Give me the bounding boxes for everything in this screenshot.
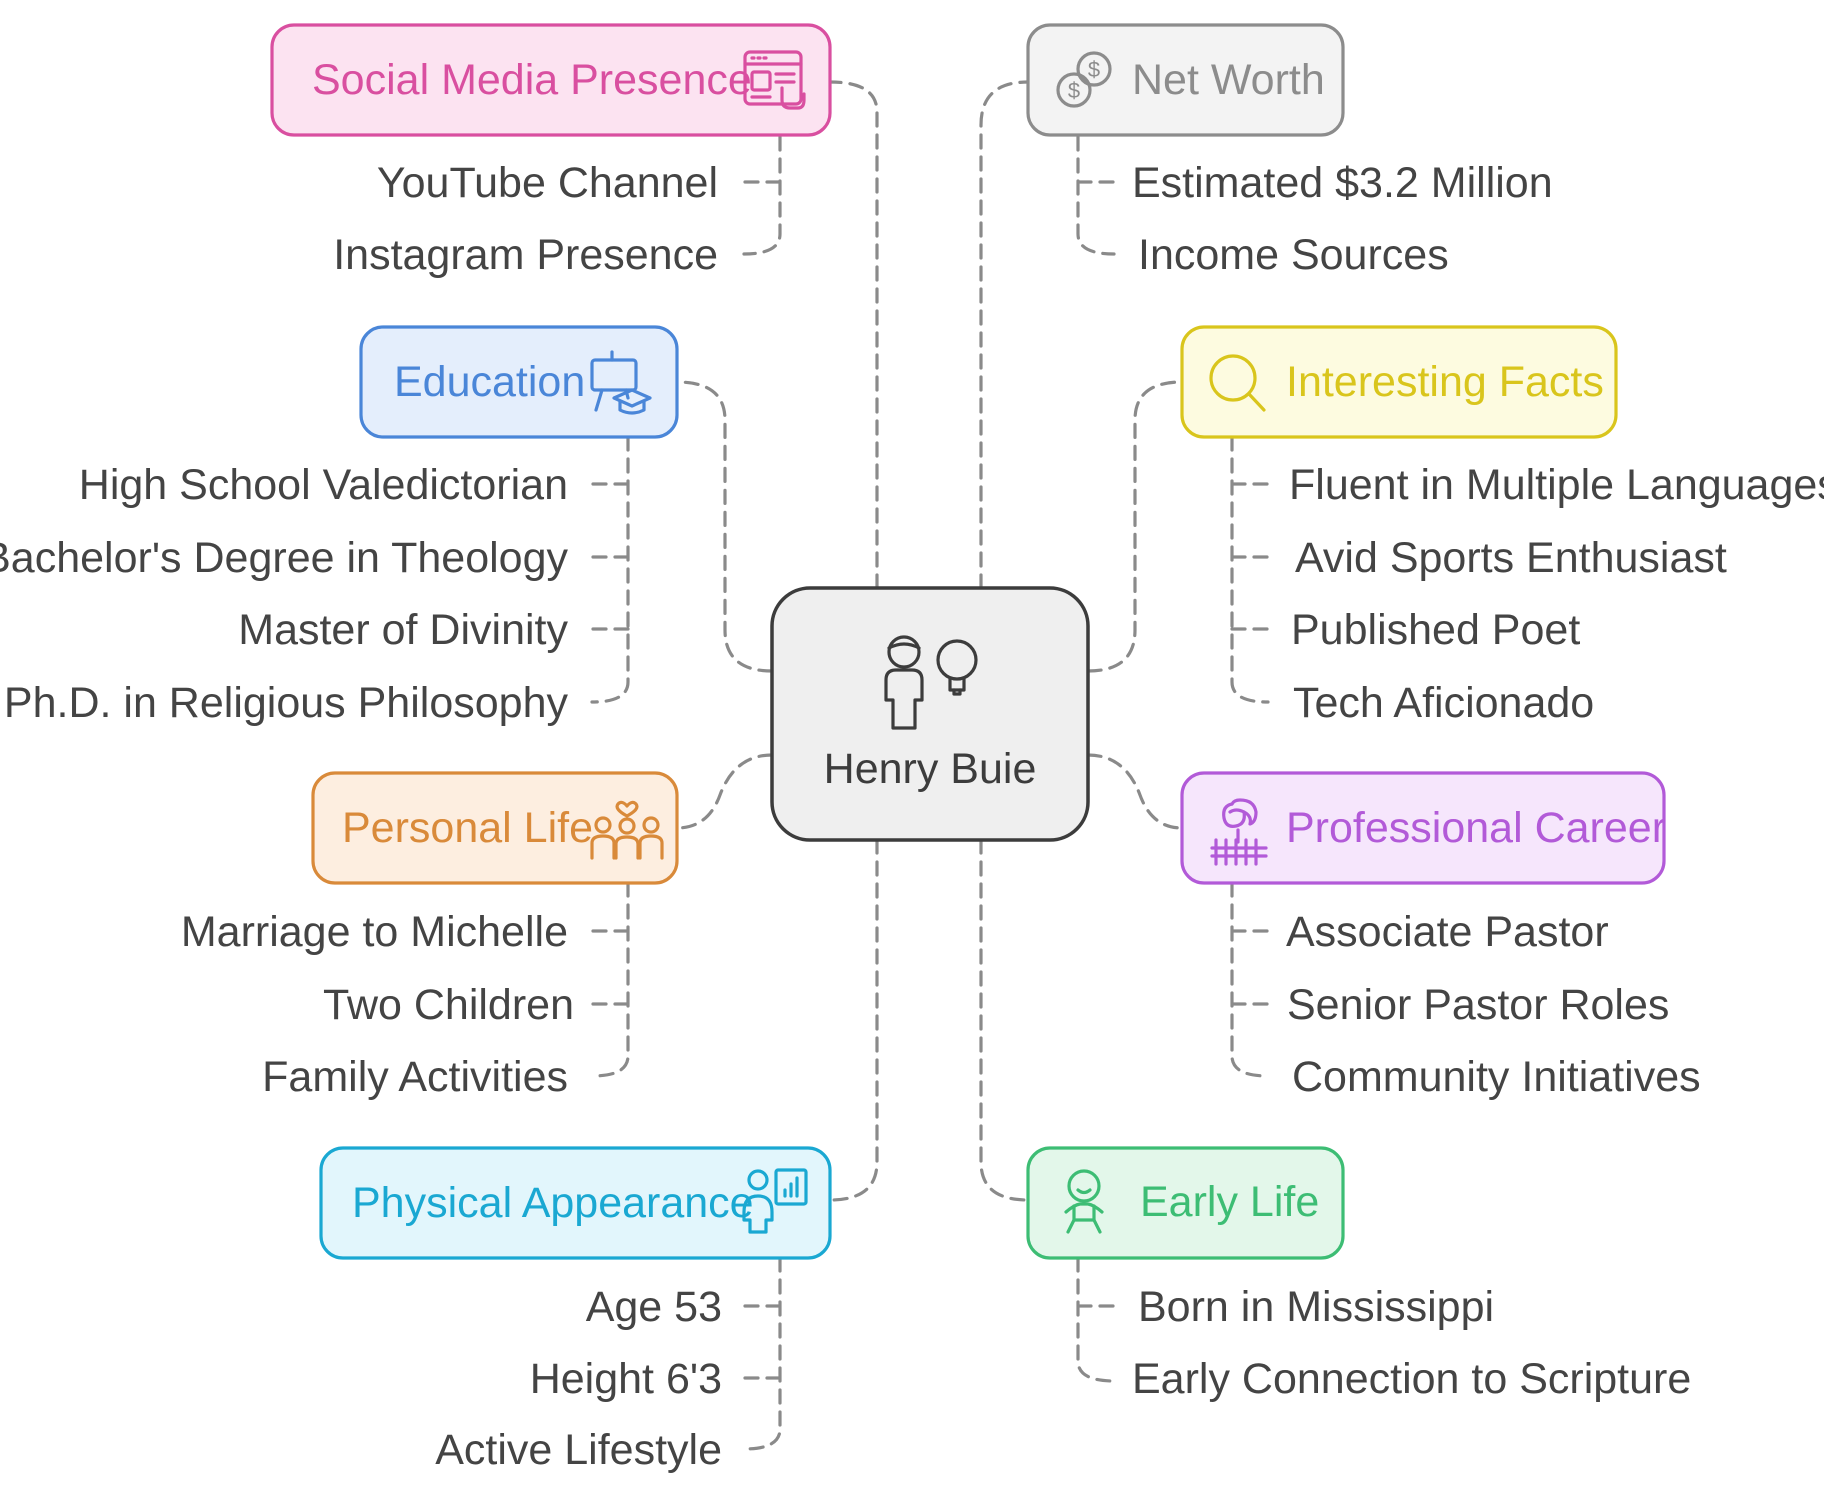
bracket-professional-career [1230,881,1270,1078]
connector-interesting-facts [1086,380,1184,673]
category-physical-appearance[interactable]: Physical Appearance [319,1146,832,1260]
category-title-interesting-facts: Interesting Facts [1286,358,1604,406]
connector-education [675,380,774,673]
family-icon [590,800,664,860]
item-height: Height 6'3 [530,1355,722,1403]
item-phd-religious-philosophy: Ph.D. in Religious Philosophy [4,679,569,727]
category-title-physical-appearance: Physical Appearance [352,1179,754,1227]
coins-icon: $ $ [1056,51,1112,108]
category-title-net-worth: Net Worth [1132,56,1325,104]
connector-personal-life [675,753,774,830]
category-title-social-media: Social Media Presence [312,56,752,104]
category-interesting-facts[interactable]: Interesting Facts [1180,325,1618,439]
bracket-interesting-facts [1230,435,1270,704]
social-media-profile-icon [743,50,806,110]
item-master-of-divinity: Master of Divinity [238,606,568,654]
connector-net-worth [979,80,1030,590]
item-estimated-net-worth: Estimated $3.2 Million [1132,159,1553,207]
bracket-net-worth [1076,135,1116,256]
child-icon [1064,1169,1104,1234]
category-personal-life[interactable]: Personal Life [311,771,679,885]
item-senior-pastor-roles: Senior Pastor Roles [1287,981,1669,1029]
bracket-physical-appearance [742,1256,782,1451]
connector-physical-appearance [828,838,879,1202]
magnifier-icon [1209,354,1266,412]
svg-text:$: $ [1068,78,1080,103]
bracket-social-media [742,135,782,256]
category-social-media[interactable]: Social Media Presence [270,23,832,137]
item-published-poet: Published Poet [1291,606,1580,654]
connectors [590,80,1270,1451]
item-instagram-presence: Instagram Presence [333,231,718,279]
fitness-chart-icon [742,1168,808,1234]
bracket-early-life [1076,1256,1116,1383]
bracket-personal-life [590,881,630,1078]
graduation-board-icon [590,350,652,415]
item-high-school-valedictorian: High School Valedictorian [79,461,568,509]
category-title-early-life: Early Life [1140,1178,1319,1226]
category-net-worth[interactable]: $ $ Net Worth [1026,23,1345,137]
category-title-professional-career: Professional Career [1286,804,1666,852]
item-bachelors-degree: Bachelor's Degree in Theology [0,534,569,582]
item-age: Age 53 [586,1283,722,1331]
item-family-activities: Family Activities [262,1053,568,1101]
center-title: Henry Buie [824,745,1037,793]
category-title-education: Education [394,358,585,406]
item-active-lifestyle: Active Lifestyle [435,1426,722,1474]
item-avid-sports: Avid Sports Enthusiast [1295,534,1727,582]
category-early-life[interactable]: Early Life [1026,1146,1345,1260]
item-born-in-mississippi: Born in Mississippi [1138,1283,1494,1331]
item-two-children: Two Children [323,981,574,1029]
item-community-initiatives: Community Initiatives [1292,1053,1701,1101]
category-title-personal-life: Personal Life [342,804,593,852]
item-youtube-channel: YouTube Channel [377,159,718,207]
connector-early-life [979,838,1030,1202]
connector-social-media [828,80,879,590]
person-lightbulb-icon [884,635,978,730]
item-associate-pastor: Associate Pastor [1286,908,1609,956]
item-income-sources: Income Sources [1138,231,1449,279]
item-fluent-languages: Fluent in Multiple Languages [1289,461,1824,509]
item-early-connection-scripture: Early Connection to Scripture [1132,1355,1691,1403]
svg-text:$: $ [1088,57,1100,82]
category-professional-career[interactable]: Professional Career [1180,771,1666,885]
connector-professional-career [1086,753,1184,830]
preacher-icon [1210,798,1268,866]
center-node[interactable]: Henry Buie [770,586,1090,842]
item-tech-aficionado: Tech Aficionado [1293,679,1594,727]
category-education[interactable]: Education [359,325,679,439]
bracket-education [590,435,630,704]
item-marriage-to-michelle: Marriage to Michelle [181,908,568,956]
